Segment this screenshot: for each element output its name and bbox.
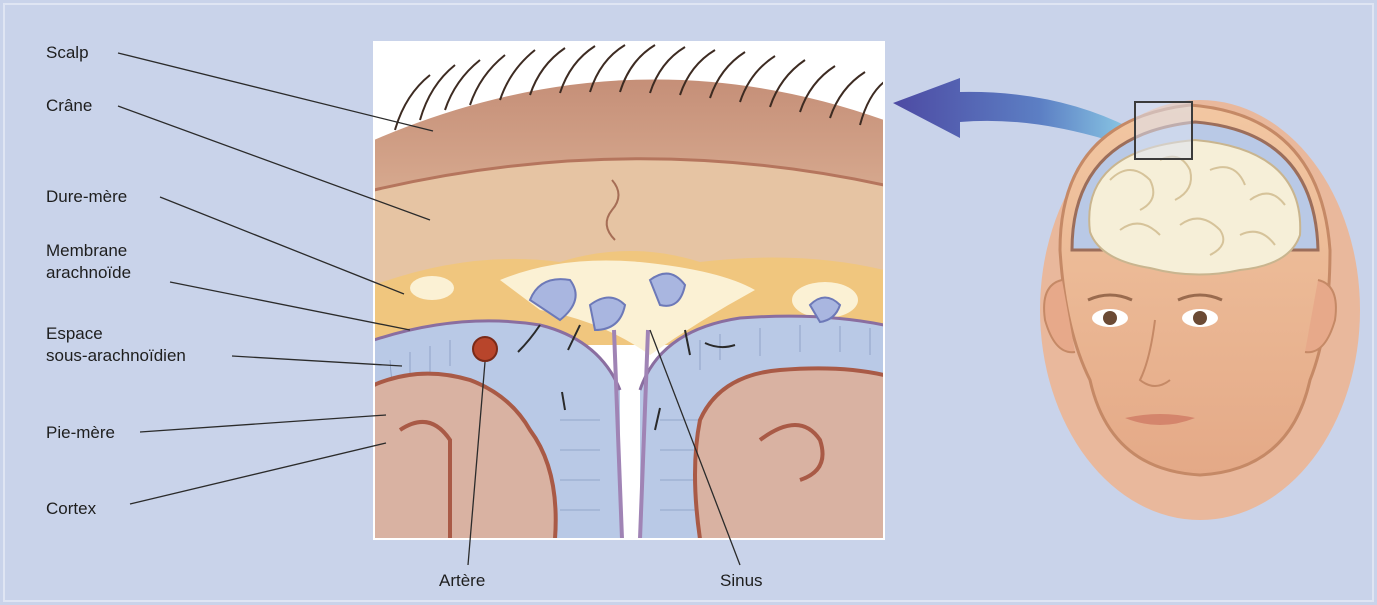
label-dure-mere: Dure-mère [46, 186, 127, 207]
label-membrane-1: Membrane [46, 240, 127, 261]
label-membrane-2: arachnoïde [46, 262, 131, 283]
label-crane: Crâne [46, 95, 92, 116]
label-espace-2: sous-arachnoïdien [46, 345, 186, 366]
label-cortex: Cortex [46, 498, 96, 519]
label-pie-mere: Pie-mère [46, 422, 115, 443]
label-artere: Artère [439, 570, 485, 591]
cortex-right [695, 368, 884, 539]
zoom-box [1135, 102, 1192, 159]
label-sinus: Sinus [720, 570, 763, 591]
label-scalp: Scalp [46, 42, 89, 63]
label-espace-1: Espace [46, 323, 103, 344]
artery [473, 337, 497, 361]
head-illustration [1040, 100, 1360, 520]
cross-section-panel [374, 42, 884, 539]
